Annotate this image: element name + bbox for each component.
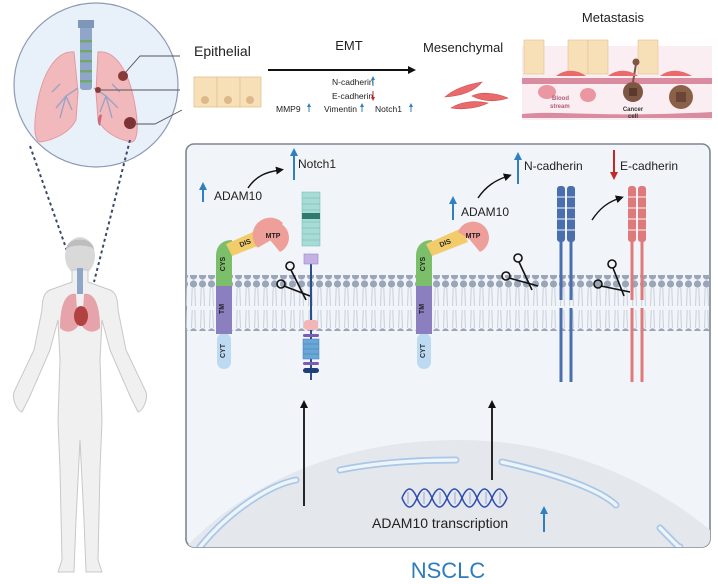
nucleus-icon bbox=[186, 440, 710, 547]
human-figure bbox=[13, 237, 147, 573]
marker-mmp9: MMP9 bbox=[276, 104, 301, 114]
blood-cell-icon bbox=[538, 85, 556, 99]
notch1-receptor-icon bbox=[301, 191, 321, 380]
body-icon bbox=[13, 269, 147, 573]
transcription-label: ADAM10 transcription bbox=[372, 515, 508, 531]
scissors-icon bbox=[593, 259, 631, 297]
scissors-icon bbox=[501, 253, 539, 291]
ecadherin-icon bbox=[627, 186, 647, 382]
svg-text:CYS: CYS bbox=[420, 256, 427, 271]
ncadherin-icon bbox=[556, 186, 576, 382]
marker-notch1: Notch1 bbox=[375, 104, 402, 114]
domain-tm bbox=[216, 284, 232, 334]
domain-cyt bbox=[217, 333, 231, 369]
adam10-right-label: ADAM10 bbox=[461, 205, 509, 219]
nsclc-title: NSCLC bbox=[411, 558, 486, 583]
svg-text:CYS: CYS bbox=[220, 256, 227, 271]
ecadherin-label: E-cadherin bbox=[620, 159, 678, 173]
curved-arrow-icon bbox=[247, 166, 284, 189]
svg-text:cell: cell bbox=[628, 114, 638, 120]
adam10-left: CYT TM CYS DIS MTP bbox=[216, 217, 289, 369]
mesenchymal-cells-icon bbox=[444, 81, 509, 110]
curved-arrow-icon bbox=[477, 173, 512, 199]
tumor-icon bbox=[118, 71, 128, 81]
trachea-icon bbox=[80, 22, 92, 90]
emt-section: Epithelial EMT N-cadherin E-cadherin MMP… bbox=[193, 10, 712, 120]
svg-text:DIS: DIS bbox=[439, 238, 453, 249]
head-icon bbox=[65, 237, 95, 275]
metastasis-label: Metastasis bbox=[582, 10, 645, 25]
left-lung-icon bbox=[34, 51, 79, 143]
marker-ecadherin: E-cadherin bbox=[332, 91, 373, 101]
svg-text:CYT: CYT bbox=[420, 343, 427, 358]
mechanism-panel: CYT TM CYS DIS MTP ADAM10 Notch1 bbox=[185, 143, 711, 548]
adam10-right: CYT TM CYS DIS MTP bbox=[416, 221, 489, 369]
svg-text:MTP: MTP bbox=[266, 233, 281, 240]
scissors-icon bbox=[276, 261, 311, 301]
curved-arrow-icon bbox=[591, 195, 624, 221]
notch1-label: Notch1 bbox=[298, 157, 336, 171]
domain-cys bbox=[216, 240, 232, 286]
metastasis-illustration: Blood stream Cancer cell bbox=[522, 39, 712, 120]
ncadherin-label: N-cadherin bbox=[524, 159, 583, 173]
cancer-cell-label: Cancer bbox=[623, 107, 644, 113]
epithelial-label: Epithelial bbox=[194, 43, 251, 59]
epithelial-cells-icon bbox=[193, 76, 262, 108]
marker-vimentin: Vimentin bbox=[324, 104, 357, 114]
blood-stream-label: Blood bbox=[552, 96, 569, 102]
dna-helix-icon bbox=[401, 488, 508, 508]
svg-text:CYT: CYT bbox=[220, 343, 227, 358]
heart-icon bbox=[74, 306, 88, 326]
svg-text:DIS: DIS bbox=[239, 238, 253, 249]
svg-text:stream: stream bbox=[550, 104, 570, 110]
cell-membrane bbox=[186, 275, 710, 331]
emt-label: EMT bbox=[335, 38, 363, 53]
mesenchymal-label: Mesenchymal bbox=[423, 40, 503, 55]
svg-text:TM: TM bbox=[419, 304, 426, 314]
svg-text:MTP: MTP bbox=[466, 233, 481, 240]
marker-ncadherin: N-cadherin bbox=[332, 77, 374, 87]
adam10-left-label: ADAM10 bbox=[214, 189, 262, 203]
svg-text:TM: TM bbox=[219, 304, 226, 314]
lung-inset bbox=[13, 2, 183, 168]
